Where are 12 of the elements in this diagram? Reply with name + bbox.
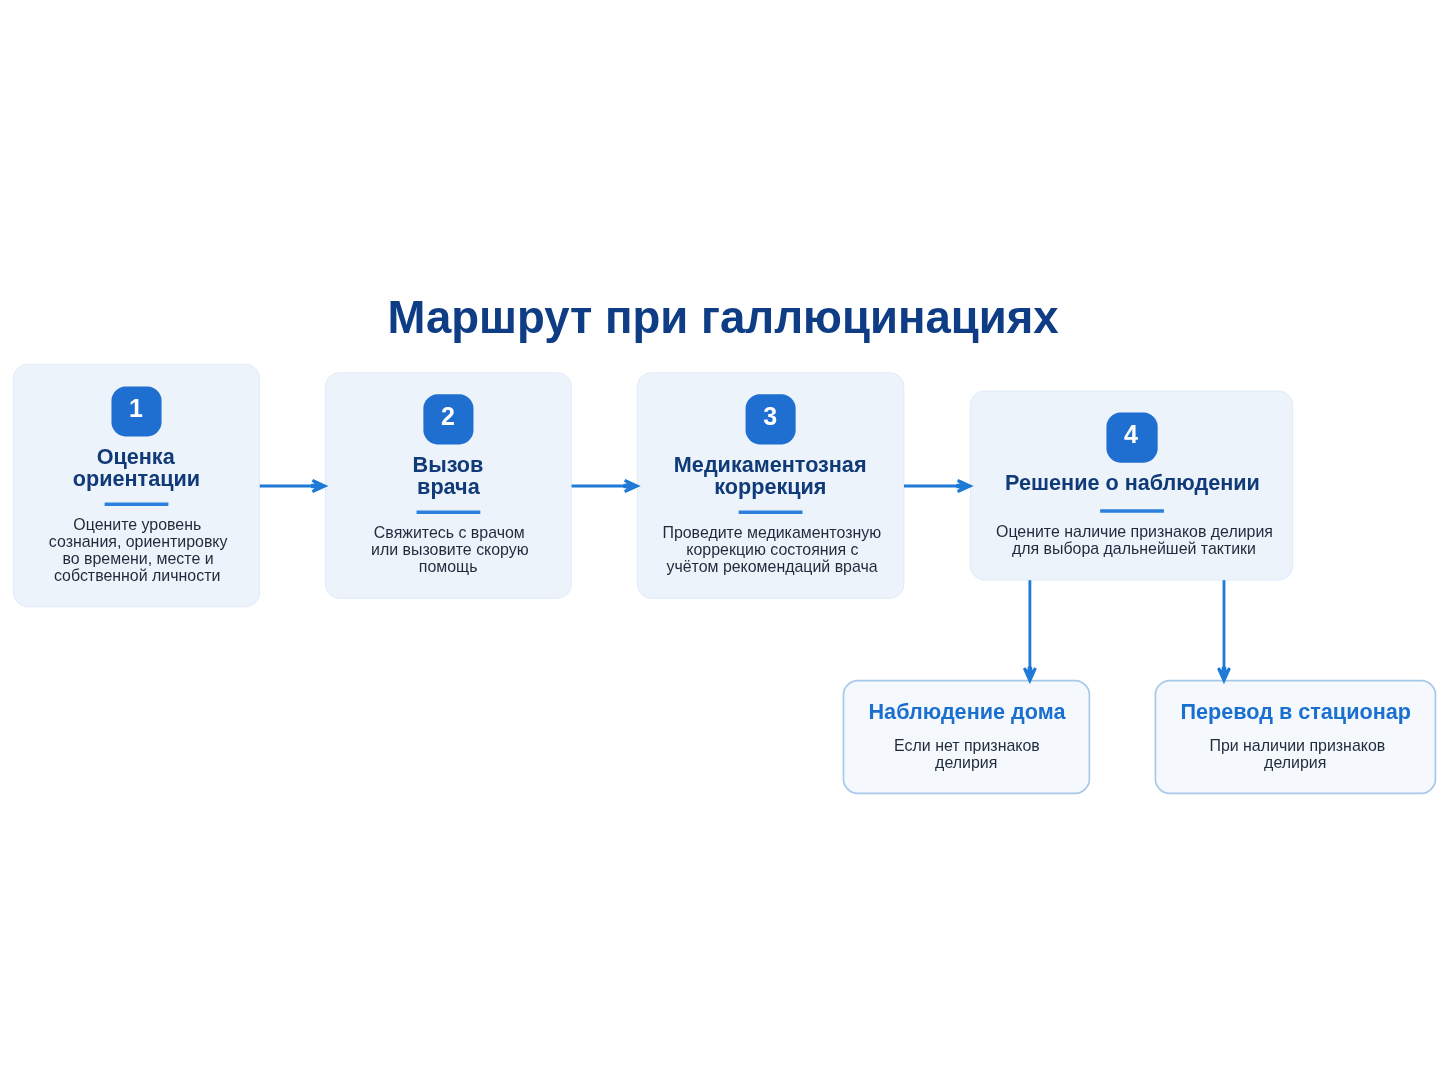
node-box: Наблюдение дома Если нет признаков делирия — [842, 679, 1090, 794]
node-box: 4 Решение о наблюдении Оцените наличие признаков делирия для выбора дальнейшей тактики — [969, 389, 1293, 580]
arrow — [1216, 579, 1231, 682]
diagram-title: Маршрут при галлюцинациях — [387, 291, 1059, 343]
arrow — [571, 478, 639, 493]
arrow — [903, 478, 972, 493]
arrow — [1022, 579, 1037, 682]
node-box: 3 Медикаментозная коррекция Проведите медикаментозную коррекцию состояния с учётом рекомендаций врача — [636, 371, 904, 599]
node-box: Перевод в стационар При наличии признаков делирия — [1154, 679, 1436, 794]
arrow — [259, 478, 326, 493]
node-box: 2 Вызов врача Свяжитесь с врачом или вызовите скорую помощь — [324, 371, 572, 599]
node-box: 1 Оценка ориентации Оцените уровень сознания, ориентировку во времени, месте и собственной личности — [12, 363, 260, 607]
